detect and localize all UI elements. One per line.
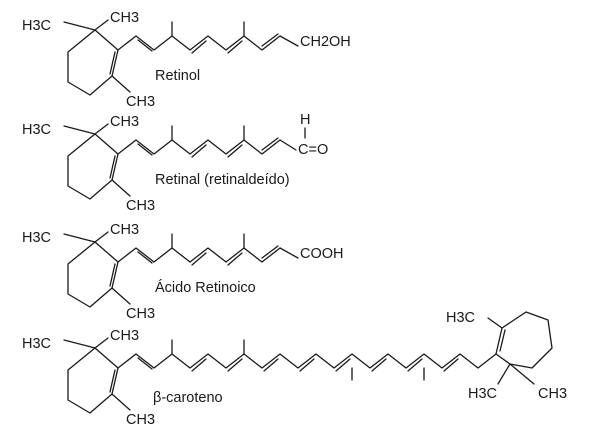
carotene-chain-double-5	[299, 358, 315, 372]
retinal-chain-double-2	[191, 144, 207, 158]
carotene-left-methyl-b-bond	[94, 337, 109, 349]
carotene-chain-double-4	[263, 358, 279, 372]
retinoic-name: Ácido Retinoico	[155, 279, 256, 296]
carotene-label-h3c: H3C	[22, 336, 51, 352]
retinoic-ring-double-bond	[109, 263, 116, 287]
retinol-chain-double-2	[191, 40, 207, 54]
retinal-methyl-b-bond	[94, 123, 109, 135]
retinoic-end-bond	[279, 247, 299, 259]
retinal-label-h3c: H3C	[22, 122, 51, 138]
beta-carotene-structure: H3C CH3 CH3 H3C H3C CH3 β-caroteno	[22, 310, 567, 428]
retinol-methyl-a-bond	[63, 21, 96, 31]
carotene-chain-double-7	[371, 358, 387, 372]
retinoic-methyl-c-bond	[111, 287, 131, 305]
carotene-chain-double-3	[227, 358, 243, 372]
retinal-chain-double-3	[227, 144, 243, 158]
retinoic-chain-double-3	[227, 252, 243, 266]
carotene-label-right-h3c: H3C	[468, 386, 497, 402]
carotene-chain-double-2	[191, 358, 207, 372]
retinoic-ring	[67, 241, 119, 308]
carotene-ring-right	[495, 311, 553, 369]
retinol-structure: H3C CH3 CH3 CH2OH Retinol	[22, 10, 351, 110]
carotene-label-ch3-top: CH3	[110, 328, 139, 344]
carotene-chain-double-6	[335, 358, 351, 372]
retinal-label-ch3-bottom: CH3	[126, 198, 155, 214]
retinal-name: Retinal (retinaldeído)	[155, 172, 290, 188]
retinol-label-ch3-bottom: CH3	[126, 94, 155, 110]
retinal-label-ch3-top: CH3	[110, 114, 139, 130]
carotene-ring-left-double	[109, 369, 116, 393]
carotene-chain-double-8	[407, 358, 423, 372]
retinoic-end-group: COOH	[300, 246, 344, 262]
retinol-methyl-b-bond	[94, 19, 109, 31]
retinoic-chain-double-2	[191, 252, 207, 266]
carotene-chain-double-1	[137, 357, 153, 370]
retinoic-acid-structure: H3C CH3 CH3 COOH Ácido Retinoico	[22, 222, 344, 322]
carotene-name: β-caroteno	[153, 390, 223, 406]
retinoic-chain-double-1	[137, 251, 153, 264]
retinol-label-h3c: H3C	[22, 18, 51, 34]
retinol-chain-double-3	[227, 40, 243, 54]
retinol-end-bond	[279, 35, 299, 47]
retinal-methyl-c-bond	[111, 179, 131, 197]
retinol-ring	[67, 29, 119, 96]
retinol-name: Retinol	[155, 68, 200, 84]
retinol-chain	[117, 35, 281, 51]
carotene-left-methyl-a-bond	[63, 339, 96, 349]
retinal-ring	[67, 133, 119, 200]
carotene-chain-double-9	[443, 358, 459, 372]
retinoic-methyl-a-bond	[63, 233, 96, 243]
carotene-label-right-h3c-top: H3C	[446, 310, 475, 326]
retinoic-label-h3c: H3C	[22, 230, 51, 246]
carotene-ring-left	[67, 347, 119, 414]
retinol-methyl-c-bond	[111, 75, 131, 93]
retinoic-chain	[117, 247, 281, 263]
retinol-chain-double-4	[261, 33, 279, 47]
retinal-methyl-a-bond	[63, 125, 96, 135]
retinal-chain	[117, 139, 281, 155]
carotene-right-methyl-top-bond	[487, 317, 503, 329]
retinal-aldehyde-h: H	[300, 112, 310, 128]
retinal-structure: H3C CH3 CH3 H C=O Retinal (retinaldeído)	[22, 112, 328, 214]
retinal-end-group: C=O	[298, 142, 328, 158]
carotene-right-methyl-a-bond	[497, 363, 511, 385]
retinol-chain-double-1	[137, 39, 153, 52]
carotene-right-methyl-b-bond	[509, 363, 535, 385]
retinal-chain-double-1	[137, 143, 153, 156]
retinol-label-ch3-top: CH3	[110, 10, 139, 26]
carotene-label-right-ch3: CH3	[538, 386, 567, 402]
retinal-chain-double-4	[261, 137, 279, 151]
carotene-ring-right-double	[499, 329, 506, 352]
retinoic-methyl-b-bond	[94, 231, 109, 243]
retinol-end-group: CH2OH	[300, 34, 351, 50]
retinal-ring-double-bond	[109, 155, 116, 179]
retinoic-chain-double-4	[261, 245, 279, 259]
carotene-left-methyl-c-bond	[111, 393, 131, 411]
retinal-end-bond	[279, 139, 297, 151]
carotene-label-ch3-bottom: CH3	[126, 412, 155, 428]
retinoic-label-ch3-bottom: CH3	[126, 306, 155, 322]
carotene-chain	[117, 353, 497, 369]
retinol-ring-double-bond	[109, 51, 116, 75]
retinoic-label-ch3-top: CH3	[110, 222, 139, 238]
